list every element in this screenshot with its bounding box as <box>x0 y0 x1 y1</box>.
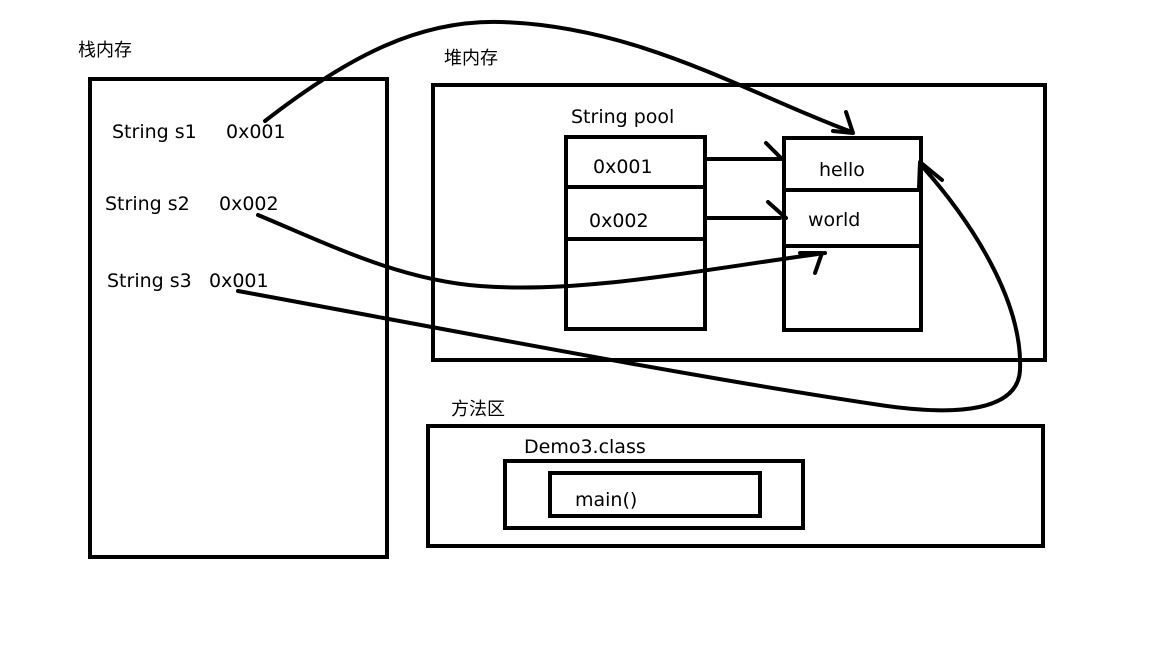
s2-to-world-curve <box>256 213 827 290</box>
ref0-arrowhead <box>764 141 784 161</box>
s3-arrowhead <box>917 160 944 190</box>
stack-addr-s1: 0x001 <box>226 121 286 143</box>
s2-arrowhead <box>798 251 824 275</box>
ref1-arrowhead <box>766 200 788 220</box>
class-name: Demo3.class <box>524 436 646 458</box>
stack-var-s3: String s3 <box>107 270 192 292</box>
string-pool-title: String pool <box>571 106 675 128</box>
heap-title: 堆内存 <box>444 48 498 69</box>
string-pool-value-table <box>782 136 923 332</box>
class-box <box>503 459 805 530</box>
pool-value-hello: hello <box>819 159 865 181</box>
method-name: main() <box>575 489 638 511</box>
stack-addr-s3: 0x001 <box>209 270 269 292</box>
stack-addr-s2: 0x002 <box>219 193 279 215</box>
pool-ref-0: 0x001 <box>593 156 653 178</box>
stack-var-s1: String s1 <box>112 121 197 143</box>
s3-to-hello-curve <box>236 164 1023 413</box>
method-area-title: 方法区 <box>451 399 505 420</box>
s1-arrowhead <box>831 110 855 135</box>
s1-to-hello-curve <box>263 19 854 134</box>
stack-var-s2: String s2 <box>105 193 190 215</box>
method-area-box <box>426 424 1045 548</box>
pool-value-world: world <box>808 209 861 231</box>
stack-title: 栈内存 <box>78 40 132 61</box>
string-pool-ref-table <box>564 135 707 331</box>
method-box <box>548 471 762 518</box>
pool-ref-1: 0x002 <box>589 210 649 232</box>
